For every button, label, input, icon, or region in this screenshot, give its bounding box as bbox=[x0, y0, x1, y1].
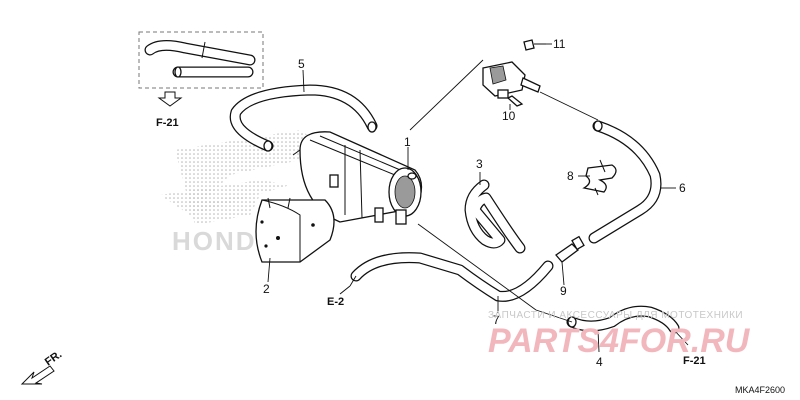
callout-1: 1 bbox=[404, 135, 411, 149]
front-label: FR. bbox=[43, 348, 64, 368]
diagram-code: MKA4F2600 bbox=[735, 385, 785, 395]
evap-canister bbox=[292, 131, 423, 225]
bolt-11 bbox=[523, 39, 546, 51]
callout-2: 2 bbox=[263, 282, 270, 296]
ref-f21-right: F-21 bbox=[683, 355, 706, 367]
callout-11: 11 bbox=[553, 37, 566, 51]
ref-f21-left: F-21 bbox=[156, 117, 179, 129]
callout-10: 10 bbox=[502, 109, 516, 123]
callout-6: 6 bbox=[679, 181, 686, 195]
arrow-left-icon bbox=[339, 285, 351, 295]
hose-clip-8 bbox=[582, 159, 617, 196]
callout-7: 7 bbox=[493, 313, 500, 327]
hose-4 bbox=[566, 305, 680, 334]
hose-6 bbox=[588, 120, 662, 244]
ref-e2: E-2 bbox=[327, 296, 344, 308]
callout-3: 3 bbox=[476, 157, 483, 171]
callout-4: 4 bbox=[596, 355, 603, 369]
watermark-brand: PARTS4FOR.RU bbox=[488, 322, 751, 360]
reference-box-f21 bbox=[138, 31, 264, 89]
front-arrow-icon bbox=[20, 365, 55, 385]
watermark-caption: ЗАПЧАСТИ И АКСЕССУАРЫ ДЛЯ МОТОТЕХНИКИ bbox=[488, 310, 743, 321]
hose-3 bbox=[464, 179, 526, 254]
arrow-down-icon bbox=[157, 91, 183, 107]
leader-lines bbox=[267, 43, 689, 353]
callout-5: 5 bbox=[298, 57, 305, 71]
hose-5 bbox=[229, 84, 378, 152]
callout-8: 8 bbox=[567, 169, 574, 183]
callout-9: 9 bbox=[560, 284, 567, 298]
hose-7 bbox=[350, 252, 554, 302]
purge-control-valve-10 bbox=[482, 61, 541, 107]
watermark: ЗАПЧАСТИ И АКСЕССУАРЫ ДЛЯ МОТОТЕХНИКИ PA… bbox=[488, 310, 751, 360]
joint-9 bbox=[555, 235, 585, 263]
canister-band-2 bbox=[255, 197, 335, 263]
